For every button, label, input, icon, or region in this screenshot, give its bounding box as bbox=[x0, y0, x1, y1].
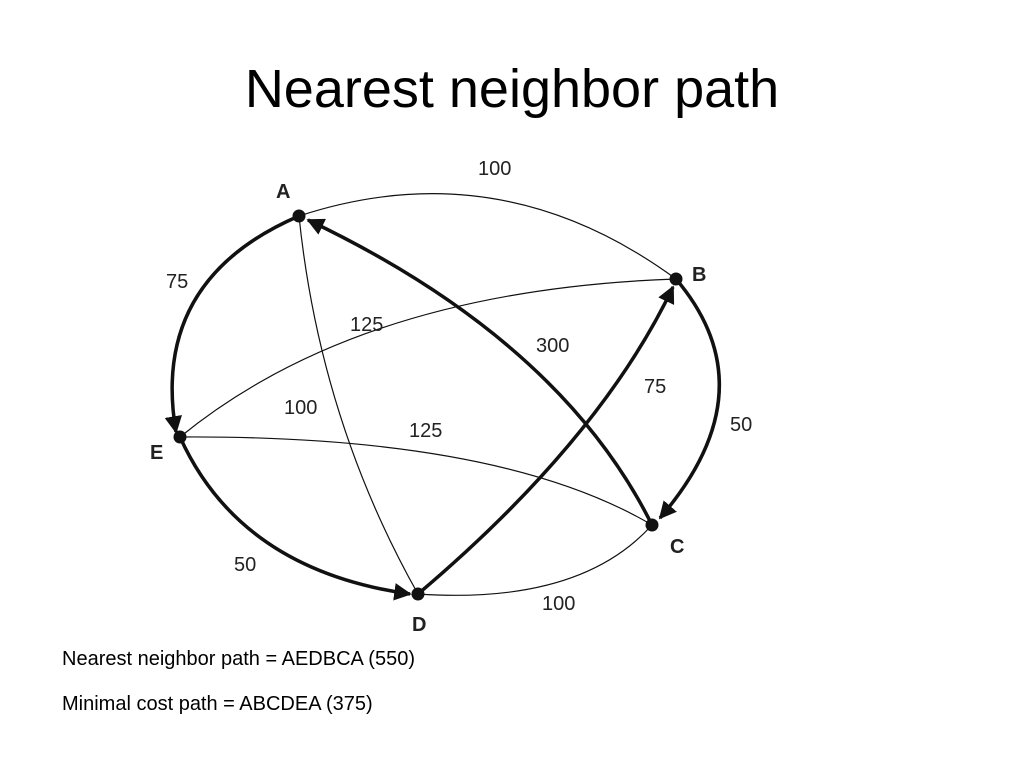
edge-AB bbox=[298, 193, 677, 280]
node-B bbox=[669, 272, 683, 286]
node-label-B: B bbox=[692, 264, 706, 286]
edge-weight-AB: 100 bbox=[478, 158, 511, 180]
page-title: Nearest neighbor path bbox=[244, 59, 780, 119]
edge-CA bbox=[306, 218, 654, 526]
node-C bbox=[645, 518, 659, 532]
edge-weight-ED: 50 bbox=[234, 554, 256, 576]
node-label-E: E bbox=[150, 442, 163, 464]
edge-EC bbox=[179, 436, 653, 526]
edge-weight-EC: 125 bbox=[409, 420, 442, 442]
node-label-C: C bbox=[670, 536, 684, 558]
edge-AE bbox=[164, 214, 300, 434]
minimal-cost-caption: Minimal cost path = ABCDEA (375) bbox=[62, 693, 373, 715]
edge-weight-CA: 300 bbox=[536, 335, 569, 357]
edge-BE bbox=[179, 278, 677, 438]
edge-AD bbox=[298, 215, 419, 595]
edge-weight-AE: 75 bbox=[166, 271, 188, 293]
edge-DC bbox=[417, 524, 653, 596]
edge-DB bbox=[416, 285, 675, 596]
edge-weight-AD: 100 bbox=[284, 397, 317, 419]
node-label-D: D bbox=[412, 614, 426, 636]
node-D bbox=[411, 587, 425, 601]
node-E bbox=[173, 430, 187, 444]
edge-BC bbox=[658, 277, 722, 520]
edge-ED bbox=[178, 436, 412, 601]
node-A bbox=[292, 209, 306, 223]
edge-weight-BC: 50 bbox=[730, 414, 752, 436]
node-label-A: A bbox=[276, 181, 290, 203]
edge-weight-DB: 75 bbox=[644, 376, 666, 398]
edge-weight-DC: 100 bbox=[542, 593, 575, 615]
edge-weight-BE: 125 bbox=[350, 314, 383, 336]
nearest-neighbor-caption: Nearest neighbor path = AEDBCA (550) bbox=[62, 648, 415, 670]
